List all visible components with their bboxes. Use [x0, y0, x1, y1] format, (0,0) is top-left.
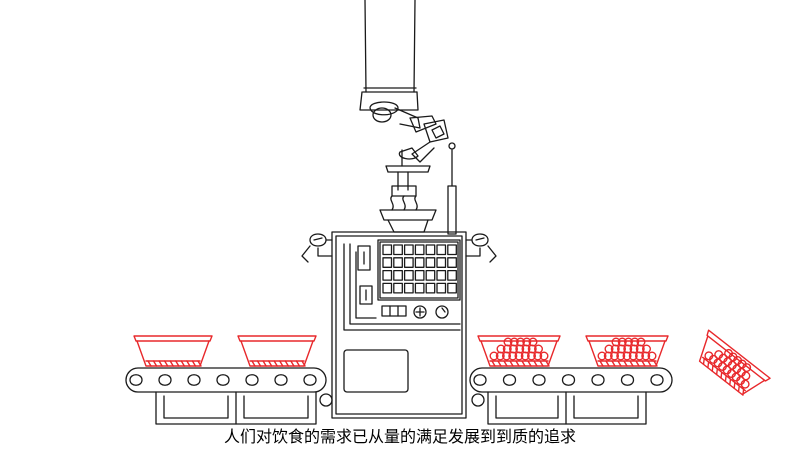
trays	[134, 330, 770, 402]
fruit-pile	[704, 339, 760, 389]
conveyor-right	[470, 368, 672, 424]
keypad-key	[394, 258, 403, 268]
robot-arm	[370, 102, 448, 196]
conveyor-roller	[563, 375, 575, 386]
keypad-key	[448, 271, 457, 281]
keypad-key	[383, 245, 392, 255]
hopper	[380, 210, 436, 232]
keypad-key	[448, 283, 457, 293]
keypad-key	[437, 283, 446, 293]
conveyor-roller	[246, 375, 258, 386]
keypad-key	[426, 271, 435, 281]
conveyor-roller	[504, 375, 516, 386]
fruit-pile	[490, 338, 548, 360]
conveyor-left-rollers	[130, 375, 316, 386]
keypad-key	[383, 283, 392, 293]
keypad-key	[415, 245, 424, 255]
keypad-key	[415, 283, 424, 293]
keypad-key	[437, 258, 446, 268]
conveyor-roller	[304, 375, 316, 386]
keypad-key	[437, 245, 446, 255]
conveyor-roller	[651, 375, 663, 386]
keypad-key	[405, 245, 414, 255]
keypad-key	[394, 271, 403, 281]
conveyor-roller	[533, 375, 545, 386]
keypad-key	[383, 258, 392, 268]
keypad-key	[394, 245, 403, 255]
keypad-key	[394, 283, 403, 293]
keypad-key	[415, 258, 424, 268]
fruit-pile	[598, 338, 656, 360]
keypad-key	[448, 258, 457, 268]
caption-subtitle: 人们对饮食的需求已从量的满足发展到到质的追求	[223, 427, 576, 446]
antenna	[448, 143, 456, 234]
keypad-key	[437, 271, 446, 281]
keypad-key	[448, 245, 457, 255]
tray-filled	[478, 336, 560, 366]
tray-filled	[586, 336, 668, 366]
machine-body	[302, 232, 496, 418]
keypad-key	[383, 271, 392, 281]
keypad-key	[426, 283, 435, 293]
conveyor-roller	[130, 375, 142, 386]
tray-empty	[238, 336, 316, 366]
tray-filled	[690, 330, 770, 402]
conveyor-roller	[159, 375, 171, 386]
control-keypad	[383, 245, 456, 293]
conveyor-roller	[188, 375, 200, 386]
conveyor-left	[126, 368, 326, 424]
conveyor-roller	[622, 375, 634, 386]
keypad-key	[426, 245, 435, 255]
overhead-pipe	[360, 0, 418, 110]
conveyor-roller	[217, 375, 229, 386]
conveyor-roller	[592, 375, 604, 386]
keypad-key	[426, 258, 435, 268]
conveyor-right-rollers	[474, 375, 663, 386]
tray-empty	[134, 336, 212, 366]
conveyor-roller	[474, 375, 486, 386]
steam-icon	[391, 196, 417, 210]
keypad-key	[405, 258, 414, 268]
keypad-key	[415, 271, 424, 281]
conveyor-roller	[275, 375, 287, 386]
keypad-key	[405, 283, 414, 293]
keypad-key	[405, 271, 414, 281]
